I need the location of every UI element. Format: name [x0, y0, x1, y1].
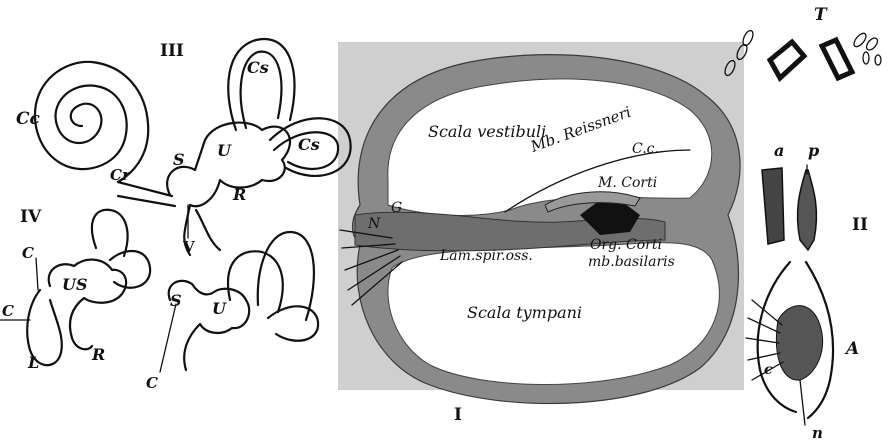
label-iv-c-top: C [22, 244, 34, 262]
iv-left-c-line [36, 258, 38, 290]
label-ii-n: n [812, 424, 823, 441]
label-iii-s: S [173, 150, 185, 169]
iv-left-canal-upper [92, 210, 128, 256]
cochlear-duct-spiral [35, 62, 172, 196]
label-iv-c-left: C [2, 302, 14, 320]
label-ii-p: p [808, 141, 819, 160]
label-iv-us: US [62, 275, 88, 294]
label-lam-spir-oss: Lam.spir.oss. [439, 248, 533, 264]
otolith-crystal-right [822, 40, 852, 78]
panel-iii-numeral: III [160, 41, 184, 61]
otolith-crystal-left [770, 42, 804, 78]
label-iii-cc: Cc [16, 109, 41, 129]
panel-iii-labyrinth: III Cc Cs Cs U S Cr R V [16, 39, 351, 256]
ampulla-nerve [800, 380, 805, 425]
label-iii-cr: Cr [110, 166, 131, 184]
panel-iv-numeral: IV [20, 207, 42, 227]
label-iv-l: L [27, 353, 39, 372]
label-iii-r: R [232, 185, 246, 204]
cochlear-duct-lower [118, 196, 175, 206]
label-iii-cs-right: Cs [298, 135, 320, 154]
label-iii-u: U [217, 141, 232, 160]
panel-ii-cells: T a p II A c n [723, 5, 881, 441]
label-iv-s: S [170, 291, 182, 310]
label-iv-u: U [212, 299, 227, 318]
label-org-corti: Org. Corti [590, 237, 662, 253]
label-ii-t: T [814, 5, 828, 25]
iv-right-stem [160, 304, 176, 372]
panel-i-cochlea-section: Scala vestibuli Mb. Reissneri C.c. M. Co… [338, 42, 744, 425]
endolymphatic-duct [196, 210, 220, 250]
label-m-corti: M. Corti [597, 175, 657, 191]
label-n: N [367, 216, 381, 232]
label-mb-basilaris: mb.basilaris [588, 254, 675, 270]
label-ii-a-cap: A [844, 339, 859, 359]
label-g: G [391, 200, 402, 216]
label-iii-v: V [182, 238, 195, 256]
label-scala-tympani: Scala tympani [467, 303, 582, 322]
panel-i-numeral: I [454, 405, 462, 425]
label-iii-cs-top: Cs [247, 58, 269, 77]
panel-iv-labyrinths: IV C US C L R S U C [0, 207, 318, 392]
panel-ii-numeral: II [852, 215, 868, 235]
crista-ampullaris [776, 306, 822, 381]
label-ii-c: c [764, 362, 773, 378]
iv-right-canal-lower [268, 306, 318, 340]
label-iv-r: R [91, 345, 105, 364]
label-iv-c-bottom: C [146, 374, 158, 392]
label-ii-a: a [774, 141, 784, 160]
iv-right-canal-upper [228, 251, 283, 312]
label-cc: C.c. [632, 141, 659, 157]
hair-cell-p [798, 170, 817, 250]
supporting-cell-a [762, 168, 784, 244]
